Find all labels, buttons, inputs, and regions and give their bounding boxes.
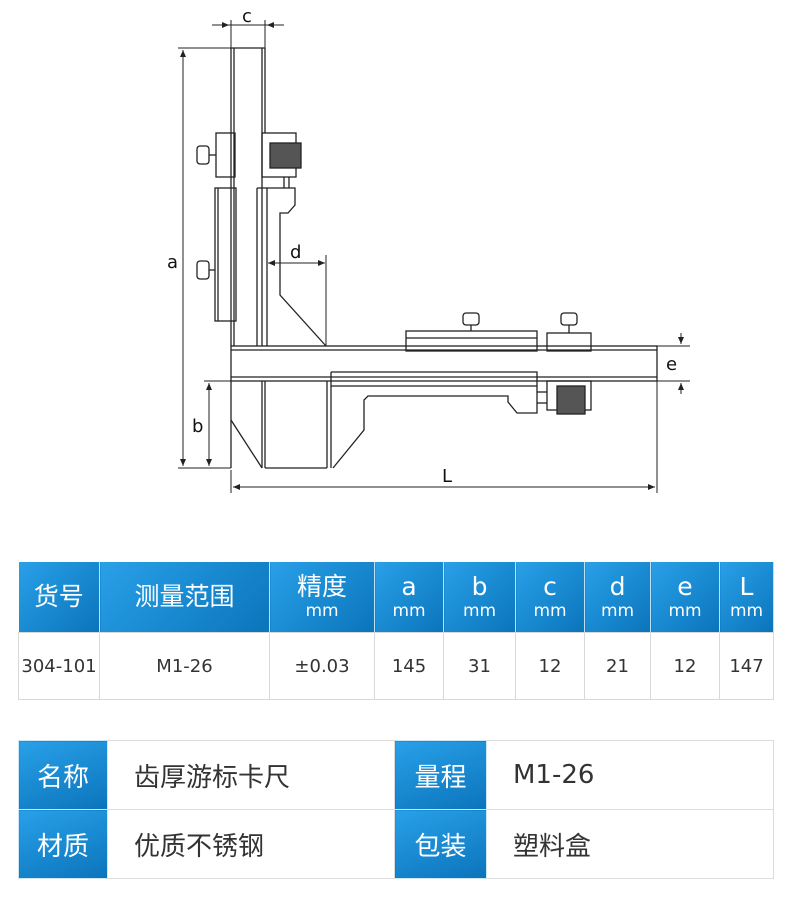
info-row: 名称 齿厚游标卡尺 量程 M1-26 bbox=[18, 740, 774, 810]
label-material: 材质 bbox=[18, 809, 108, 879]
label-a: a bbox=[167, 252, 178, 273]
label-e: e bbox=[666, 354, 677, 375]
value-package: 塑料盒 bbox=[486, 809, 774, 879]
vertical-beam bbox=[230, 47, 266, 346]
value-range: M1-26 bbox=[486, 740, 774, 810]
cell-precision: ±0.03 bbox=[269, 632, 375, 700]
cell-item-no: 304-101 bbox=[18, 632, 100, 700]
dimension-lines bbox=[178, 20, 690, 493]
cell-d: 21 bbox=[584, 632, 651, 700]
table-row: 304-101 M1-26 ±0.03 145 31 12 21 12 147 bbox=[18, 632, 774, 700]
vertical-slider bbox=[196, 132, 327, 347]
label-package: 包装 bbox=[394, 809, 487, 879]
cell-L: 147 bbox=[719, 632, 774, 700]
label-range: 量程 bbox=[394, 740, 487, 810]
label-d: d bbox=[290, 242, 301, 263]
info-row: 材质 优质不锈钢 包装 塑料盒 bbox=[18, 809, 774, 879]
fixed-jaw bbox=[230, 381, 328, 469]
label-name: 名称 bbox=[18, 740, 108, 810]
caliper-diagram: a b c d e L bbox=[167, 6, 690, 493]
info-table: 名称 齿厚游标卡尺 量程 M1-26 材质 优质不锈钢 包装 塑料盒 bbox=[18, 740, 774, 879]
cell-a: 145 bbox=[374, 632, 444, 700]
value-material: 优质不锈钢 bbox=[107, 809, 395, 879]
header-item-no: 货号 bbox=[18, 562, 100, 633]
header-range: 测量范围 bbox=[99, 562, 270, 633]
cell-b: 31 bbox=[443, 632, 516, 700]
label-c: c bbox=[242, 6, 252, 27]
label-L: L bbox=[442, 466, 452, 487]
cell-range: M1-26 bbox=[99, 632, 270, 700]
horizontal-beam bbox=[230, 312, 658, 469]
label-b: b bbox=[192, 416, 203, 437]
cell-c: 12 bbox=[515, 632, 585, 700]
cell-e: 12 bbox=[650, 632, 720, 700]
value-name: 齿厚游标卡尺 bbox=[107, 740, 395, 810]
